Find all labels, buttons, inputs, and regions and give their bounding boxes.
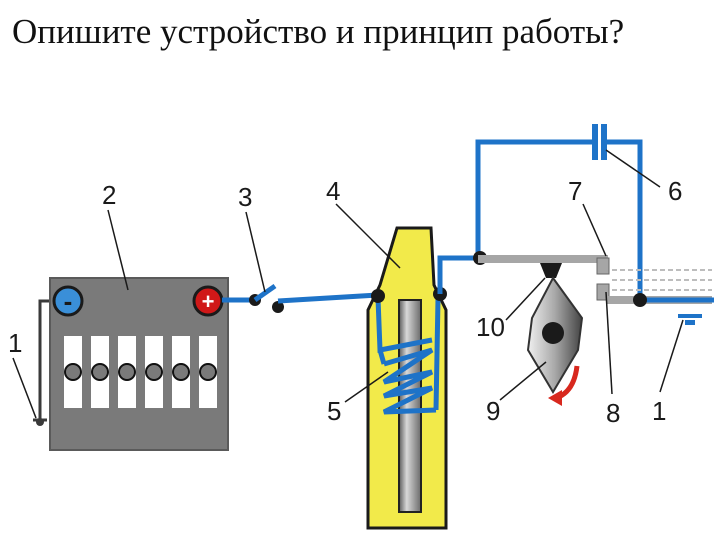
breaker-cam — [526, 276, 584, 394]
part-labels: 1 2 3 4 5 6 7 10 9 8 1 — [8, 176, 682, 428]
coil-winding — [375, 297, 441, 415]
label-contact-lower: 8 — [606, 398, 620, 428]
capacitor — [592, 124, 607, 160]
negative-symbol: - — [64, 286, 73, 316]
breaker-lever — [478, 255, 610, 278]
lever-heel — [540, 263, 562, 278]
battery-cells — [64, 336, 217, 408]
label-switch: 3 — [238, 182, 252, 212]
positive-symbol: + — [202, 289, 215, 314]
coil-terminal-left — [371, 289, 385, 303]
label-heel: 10 — [476, 312, 505, 342]
coil-core — [398, 299, 422, 513]
label-capacitor: 6 — [668, 176, 682, 206]
rotation-arrow — [548, 365, 580, 406]
label-ground-right: 1 — [652, 396, 666, 426]
leader-lines — [12, 149, 684, 419]
negative-terminal: - — [52, 285, 84, 317]
label-winding: 5 — [327, 396, 341, 426]
ignition-switch — [253, 283, 379, 313]
battery: - + — [49, 277, 229, 451]
label-coil: 4 — [326, 176, 340, 206]
label-cam: 9 — [486, 396, 500, 426]
ignition-coil — [366, 226, 448, 530]
wire-ground-right — [633, 293, 714, 325]
label-battery: 2 — [102, 180, 116, 210]
label-contact-upper: 7 — [568, 176, 582, 206]
page-title: Опишите устройство и принцип работы? — [12, 12, 625, 51]
label-ground-left: 1 — [8, 328, 22, 358]
wire-coil-breaker — [437, 139, 643, 300]
positive-terminal: + — [192, 285, 224, 317]
